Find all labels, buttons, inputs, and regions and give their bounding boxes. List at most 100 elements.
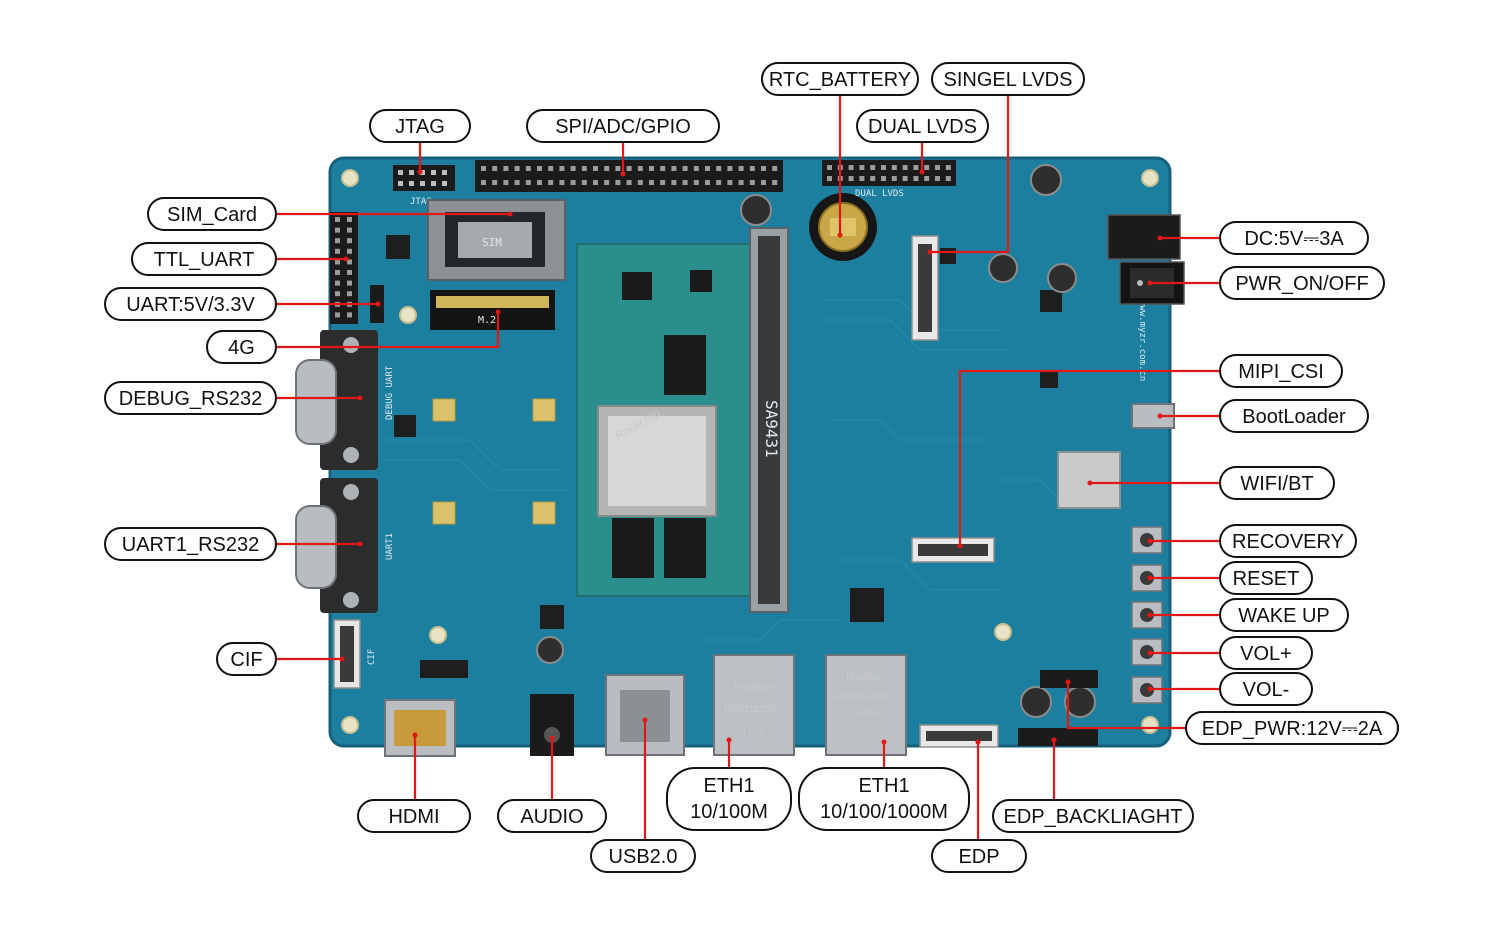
label-pwr: PWR_ON/OFF <box>1219 266 1385 300</box>
leader-end-pwr <box>1147 280 1153 286</box>
m2-silkscreen: M.2 <box>478 315 496 326</box>
label-volm: VOL- <box>1219 672 1313 706</box>
label-text-volp: VOL+ <box>1240 643 1292 665</box>
leader-end-dual_lvds <box>919 169 925 175</box>
leader-end-edp_pwr <box>1065 679 1071 685</box>
leader-end-volm <box>1147 686 1153 692</box>
leader-end-wifi <box>1087 480 1093 486</box>
leader-end-usb <box>642 717 648 723</box>
label-text-edp_pwr: EDP_PWR:12V⎓2A <box>1202 718 1383 740</box>
label-text-g4: 4G <box>228 337 255 359</box>
label-singel_lvds: SINGEL LVDS <box>931 62 1085 96</box>
cif-connector: CIF <box>333 619 377 689</box>
label-box-spi <box>526 109 720 143</box>
mounting-holes <box>341 169 1159 734</box>
uart1-db9-connector: UART1 <box>295 478 395 613</box>
label-box-recovery <box>1219 524 1357 558</box>
label-text-eth1000: ETH1 <box>858 775 909 797</box>
label-box-sim <box>147 197 277 231</box>
label-usb: USB2.0 <box>590 839 696 873</box>
label-box-volm <box>1219 672 1313 706</box>
label-box-edp_pwr <box>1185 711 1399 745</box>
leader-end-volp <box>1147 650 1153 656</box>
label-box-cif <box>216 642 277 676</box>
label-box-audio <box>497 799 607 833</box>
leader-lines <box>276 95 1220 840</box>
small-ics <box>386 235 1062 678</box>
leader-end-eth100 <box>726 737 732 743</box>
leader-end-reset <box>1147 575 1153 581</box>
singel-lvds-fpc <box>911 235 939 341</box>
capacitors <box>536 164 1096 718</box>
label-box-g4 <box>206 330 277 364</box>
leader-end-boot <box>1157 413 1163 419</box>
debug-db9-connector: DEBUG UART <box>295 330 395 470</box>
label-text-dc: DC:5V⎓3A <box>1244 228 1344 250</box>
spi-header <box>475 160 783 192</box>
label-box-dual_lvds <box>856 109 989 143</box>
debug-uart-silkscreen: DEBUG UART <box>385 365 395 420</box>
label-text-uart_sel: UART:5V/3.3V <box>126 294 255 316</box>
rtc-battery-holder <box>809 193 877 261</box>
edp-backlight-header <box>1018 728 1098 746</box>
leader-end-sim <box>507 211 513 217</box>
label-dc: DC:5V⎓3A <box>1219 221 1369 255</box>
label-box-uart1 <box>104 527 277 561</box>
label-rtc: RTC_BATTERY <box>761 62 919 96</box>
label-g4: 4G <box>206 330 277 364</box>
website-silkscreen: www.myzr.com.cn <box>1137 300 1147 381</box>
label-text-mipi: MIPI_CSI <box>1238 361 1324 383</box>
label-text-ttl: TTL_UART <box>154 249 255 271</box>
leader-end-recovery <box>1147 538 1153 544</box>
label-edp_bl: EDP_BACKLIAGHT <box>992 799 1194 833</box>
label-mipi: MIPI_CSI <box>1219 354 1343 388</box>
label-text-singel_lvds: SINGEL LVDS <box>944 69 1073 91</box>
cif-silkscreen: CIF <box>367 649 377 665</box>
label-box-mipi <box>1219 354 1343 388</box>
leader-end-jtag <box>417 169 423 175</box>
leader-end-cif <box>339 656 345 662</box>
wifi-bt-module <box>1057 451 1121 509</box>
leader-edp_pwr <box>1066 682 1186 730</box>
leader-end-uart_sel <box>375 301 381 307</box>
leader-end-debug <box>357 395 363 401</box>
sim-silkscreen: SIM <box>482 236 502 249</box>
leader-end-eth1000 <box>881 739 887 745</box>
m2-4g-slot: M.2 <box>430 290 555 330</box>
label-audio: AUDIO <box>497 799 607 833</box>
leader-end-ttl <box>343 256 349 262</box>
label-edp: EDP <box>931 839 1027 873</box>
leader-end-spi <box>620 171 626 177</box>
label-boot: BootLoader <box>1219 399 1369 433</box>
label-ttl: TTL_UART <box>131 242 277 276</box>
dual-lvds-silkscreen: DUAL LVDS <box>855 189 904 199</box>
leader-end-singel_lvds <box>927 249 933 255</box>
eth-a-model: HR911105A <box>724 704 777 715</box>
label-box-volp <box>1219 636 1313 670</box>
label-wake: WAKE UP <box>1219 598 1349 632</box>
mipi-csi-fpc <box>911 537 995 563</box>
jtag-silkscreen: JTAG <box>410 197 432 207</box>
label-text-reset: RESET <box>1233 568 1300 590</box>
label-edp_pwr: EDP_PWR:12V⎓2A <box>1185 711 1399 745</box>
leader-end-hdmi <box>412 732 418 738</box>
label-text-wake: WAKE UP <box>1238 605 1330 627</box>
pcb-board: JTAG DUAL LVDS SIM <box>295 156 1185 757</box>
label-text-usb: USB2.0 <box>609 846 678 868</box>
label-box-debug <box>104 381 277 415</box>
label-text-debug: DEBUG_RS232 <box>119 388 262 410</box>
label-text-boot: BootLoader <box>1242 406 1346 428</box>
label-text-dual_lvds: DUAL LVDS <box>868 116 977 138</box>
label-text-sim: SIM_Card <box>167 204 257 226</box>
label-text-volm: VOL- <box>1243 679 1290 701</box>
label-text-hdmi: HDMI <box>388 806 439 828</box>
label-sim: SIM_Card <box>147 197 277 231</box>
leader-end-mipi <box>957 543 963 549</box>
core-module: SA9431 Rockchip <box>576 227 789 613</box>
leader-mipi <box>958 369 1220 546</box>
eth-a-brand: HanRun <box>734 681 774 693</box>
eth-a-date: 17/20 <box>742 726 765 736</box>
